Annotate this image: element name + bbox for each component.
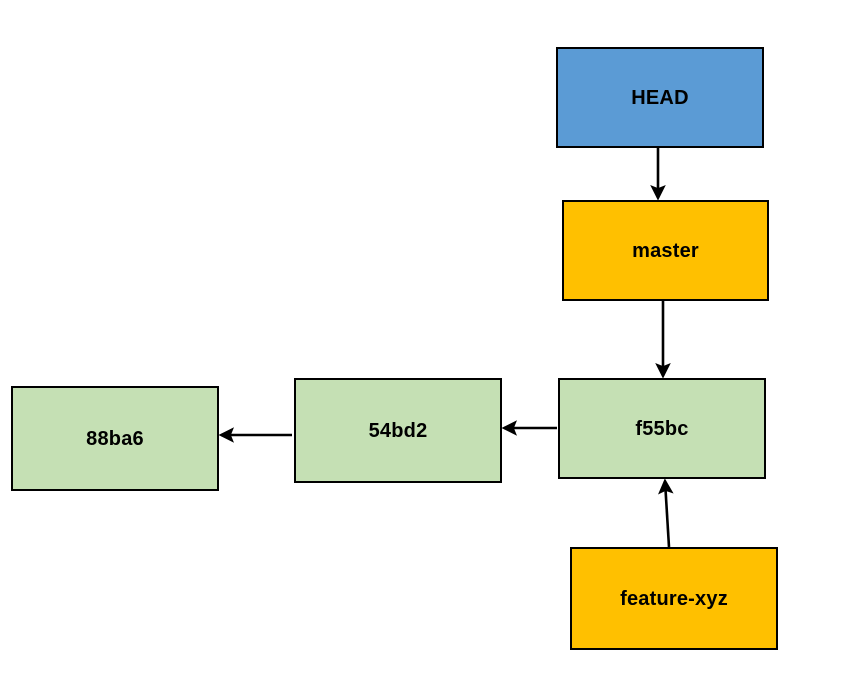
node-master[interactable]: master bbox=[562, 200, 769, 301]
edge-feature-xyz-to-f55bc bbox=[658, 478, 674, 548]
node-88ba6-label: 88ba6 bbox=[86, 427, 144, 450]
node-54bd2[interactable]: 54bd2 bbox=[294, 378, 502, 483]
node-f55bc[interactable]: f55bc bbox=[558, 378, 766, 479]
node-f55bc-label: f55bc bbox=[635, 417, 689, 440]
node-54bd2-label: 54bd2 bbox=[368, 419, 428, 442]
node-feature-xyz-label: feature-xyz bbox=[620, 587, 728, 610]
node-master-label: master bbox=[632, 239, 699, 262]
node-head-label: HEAD bbox=[631, 86, 689, 109]
node-head[interactable]: HEAD bbox=[556, 47, 764, 148]
node-88ba6[interactable]: 88ba6 bbox=[11, 386, 219, 491]
node-feature-xyz[interactable]: feature-xyz bbox=[570, 547, 778, 650]
